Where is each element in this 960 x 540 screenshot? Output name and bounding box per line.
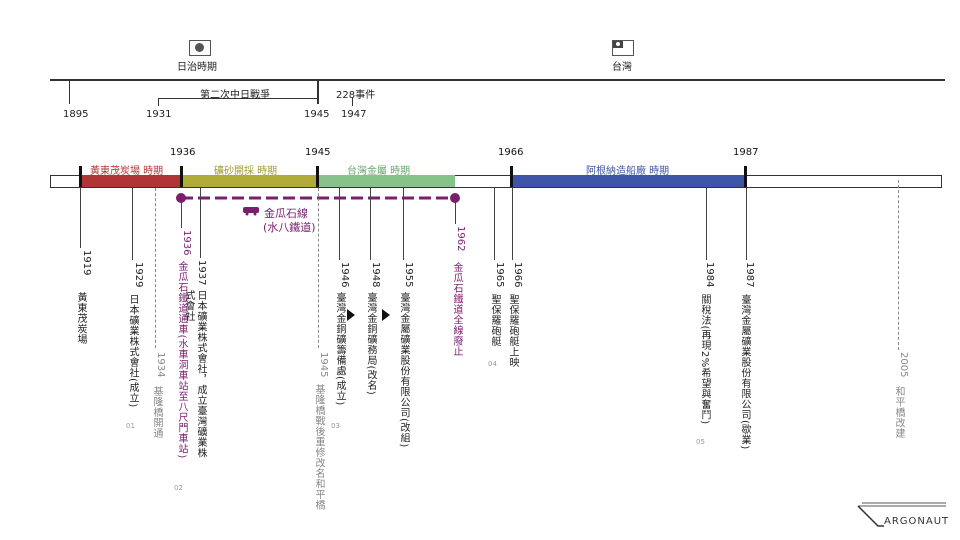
note-04: 04 — [488, 360, 497, 368]
stem-1966 — [512, 188, 513, 260]
event-text-1919: 黃東茂炭場 — [75, 292, 86, 345]
event-text-2005: 和平橋改建 — [893, 386, 904, 439]
event-text-1945: 基隆橋戰後重修改名和平橋 — [313, 384, 324, 510]
event-text-1965: 聖保羅砲艇 — [489, 294, 500, 347]
stem-1987 — [746, 188, 747, 260]
stem-1955 — [403, 188, 404, 260]
railway-sublabel: (水八鐵道) — [263, 221, 316, 234]
stem-1929 — [132, 188, 133, 260]
event-year-1984: 1984 — [704, 262, 715, 288]
note-05: 05 — [696, 438, 705, 446]
segment-label-shipyard: 阿根納造船廠 時期 — [586, 166, 670, 177]
event-year-1962: 1962 — [455, 226, 466, 252]
event-text-1929: 日本礦業株式會社(成立) — [127, 294, 138, 408]
top-year-1895: 1895 — [63, 109, 89, 120]
segment-taiwan-metal-period — [317, 175, 455, 187]
event-year-1945: 1945 — [318, 352, 329, 378]
segment-label-metal: 台灣金屬 時期 — [347, 166, 411, 177]
stem-1934 — [155, 188, 156, 348]
event-text-1966: 聖保羅砲艇上映 — [507, 294, 518, 368]
boundary-1936 — [180, 166, 183, 187]
top-timeline-axis — [50, 79, 945, 81]
event-year-1966: 1966 — [512, 262, 523, 288]
segment-ore-mining-period — [181, 175, 317, 187]
roc-flag-icon — [612, 40, 634, 56]
war-label: 第二次中日戰爭 — [200, 90, 270, 101]
stem-1946 — [339, 188, 340, 260]
event-year-1987: 1987 — [744, 262, 755, 288]
note-03: 03 — [331, 422, 340, 430]
event-year-1929: 1929 — [133, 262, 144, 288]
event-text-1934: 基隆橋開通 — [151, 386, 162, 439]
boundary-year-1936: 1936 — [170, 147, 196, 158]
incident-228-label: 228事件 — [336, 90, 376, 101]
era-label-japanese-rule: 日治時期 — [177, 62, 217, 73]
war-span-line — [158, 98, 318, 99]
top-year-1947: 1947 — [341, 109, 367, 120]
top-year-1945: 1945 — [304, 109, 330, 120]
event-year-1919: 1919 — [81, 250, 92, 276]
boundary-year-1987: 1987 — [733, 147, 759, 158]
event-year-1948: 1948 — [370, 262, 381, 288]
stem-1936 — [181, 198, 182, 228]
railway-span — [176, 193, 460, 203]
stem-1984 — [706, 188, 707, 260]
segment-coal-mine-period — [80, 175, 181, 187]
arrow-1946-1948 — [347, 309, 355, 321]
tick-1931 — [158, 98, 159, 106]
tick-1945-top — [317, 80, 319, 104]
stem-1962 — [455, 198, 456, 224]
tick-1895 — [69, 80, 70, 104]
segment-label-ore: 礦砂開採 時期 — [214, 166, 278, 177]
event-text-1987: 臺灣金屬礦業股份有限公司(歇業) — [739, 294, 750, 450]
segment-shipyard-period — [511, 175, 745, 187]
stem-1948 — [370, 188, 371, 260]
stem-1919 — [80, 188, 81, 248]
train-icon — [243, 207, 259, 216]
railway-label: 金瓜石線 — [264, 207, 308, 220]
event-text-1962: 金瓜石鐵道全線廢止 — [451, 262, 462, 357]
event-year-2005: 2005 — [898, 352, 909, 378]
stem-2005 — [898, 180, 899, 350]
segment-label-coal: 黃東茂炭場 時期 — [90, 166, 164, 177]
event-year-1946: 1946 — [339, 262, 350, 288]
event-text-1936: 金瓜石鐵道通車(水車洞車站至八尺門車站) — [176, 261, 187, 459]
event-text-1937: 日本礦業株式會社，成立臺灣礦業株式會社 — [183, 290, 206, 458]
note-02: 02 — [174, 484, 183, 492]
era-label-taiwan: 台灣 — [612, 62, 632, 73]
stem-1945 — [318, 188, 319, 348]
tick-1947 — [352, 98, 353, 106]
event-text-1946: 臺灣金銅礦籌備處(成立) — [334, 292, 345, 406]
event-year-1965: 1965 — [494, 262, 505, 288]
event-year-1936: 1936 — [181, 230, 192, 256]
stem-1965 — [494, 188, 495, 260]
boundary-1987 — [744, 166, 747, 187]
top-year-1931: 1931 — [146, 109, 172, 120]
event-text-1948: 臺灣金銅礦務局(改名) — [365, 292, 376, 396]
boundary-1945 — [316, 166, 319, 187]
boundary-year-1966: 1966 — [498, 147, 524, 158]
boundary-year-1945: 1945 — [305, 147, 331, 158]
argonaut-logo-text: ARGONAUT — [884, 516, 950, 527]
arrow-1948-1955 — [382, 309, 390, 321]
event-year-1934: 1934 — [155, 352, 166, 378]
japan-flag-icon — [189, 40, 211, 56]
event-year-1937: 1937 — [196, 260, 207, 286]
stem-1937 — [200, 188, 201, 258]
argonaut-logo-mark — [857, 502, 946, 527]
event-year-1955: 1955 — [403, 262, 414, 288]
event-text-1984: 關稅法(再現2%希望與奮鬥) — [699, 294, 710, 425]
boundary-1966 — [510, 166, 513, 187]
note-01: 01 — [126, 422, 135, 430]
boundary-start — [79, 166, 82, 187]
event-text-1955: 臺灣金屬礦業股份有限公司(改組) — [398, 292, 409, 448]
